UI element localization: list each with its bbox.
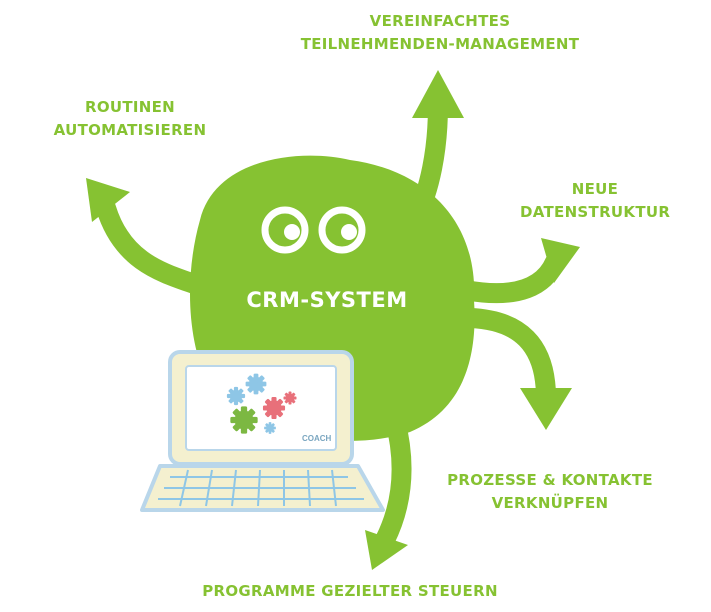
gear-icon — [230, 406, 258, 434]
gear-icon — [262, 396, 286, 420]
label-line: PROZESSE & KONTAKTE — [447, 471, 653, 489]
label-line: DATENSTRUKTUR — [520, 203, 671, 221]
eye-icon — [261, 206, 309, 254]
arrow-heads — [86, 70, 580, 570]
arrow-icon — [412, 70, 464, 118]
arm-right — [455, 252, 565, 304]
label-routinen-automatisieren: ROUTINEN AUTOMATISIEREN — [40, 96, 220, 142]
gear-icon — [283, 391, 297, 405]
label-neue-datenstruktur: NEUE DATENSTRUKTUR — [520, 178, 670, 224]
arrow-icon — [520, 388, 572, 430]
label-line: AUTOMATISIEREN — [53, 121, 207, 139]
label-prozesse-kontakte: PROZESSE & KONTAKTE VERKNÜPFEN — [430, 469, 670, 515]
eye-icon — [318, 206, 366, 254]
label-line: PROGRAMME GEZIELTER STEUERN — [202, 582, 498, 600]
label-line: TEILNEHMENDEN-MANAGEMENT — [300, 35, 580, 53]
screen-logo-text: COACH — [302, 434, 332, 443]
gear-icon — [245, 373, 267, 395]
arrow-icon — [86, 178, 130, 222]
arrow-icon — [365, 530, 408, 570]
arm-lower-right — [460, 308, 556, 405]
label-line: NEUE — [571, 180, 619, 198]
laptop-icon: COACH — [140, 350, 385, 512]
gear-icon — [226, 386, 246, 406]
label-line: ROUTINEN — [84, 98, 176, 116]
label-line: VEREINFACHTES — [369, 12, 511, 30]
arm-bottom — [375, 410, 412, 550]
arrow-icon — [541, 238, 580, 283]
label-line: VERKNÜPFEN — [491, 494, 609, 512]
label-programme-steuern: PROGRAMME GEZIELTER STEUERN — [200, 580, 500, 603]
center-label: CRM-SYSTEM — [246, 288, 408, 312]
label-vereinfachtes-management: VEREINFACHTES TEILNEHMENDEN-MANAGEMENT — [290, 10, 590, 56]
gear-icon — [264, 422, 276, 434]
